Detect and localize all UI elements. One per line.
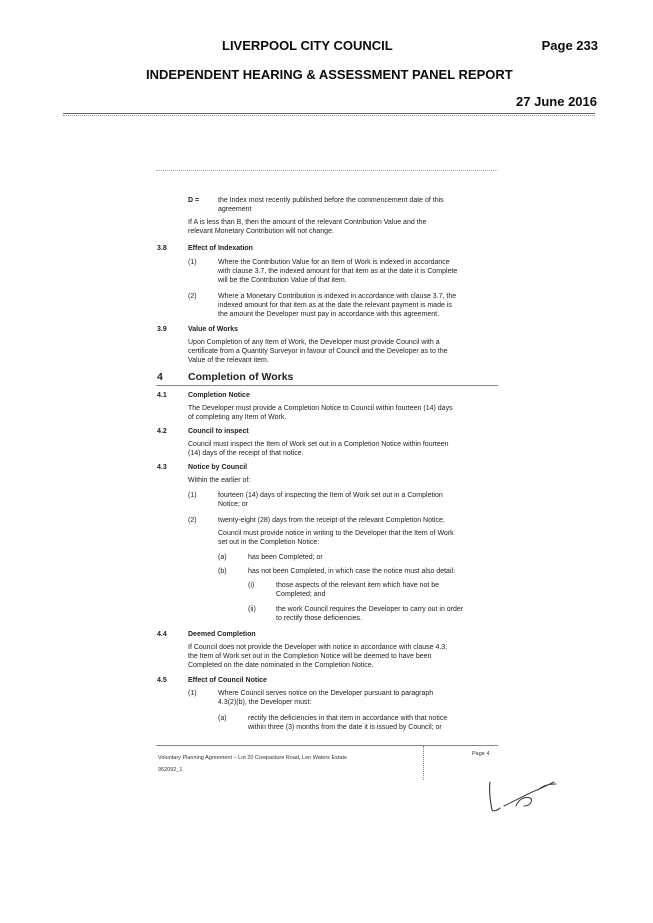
subclause-number: (1) [188, 259, 197, 266]
text-line: Council must provide notice in writing t… [218, 530, 454, 537]
text-line: rectify the deficiencies in that item in… [248, 715, 448, 722]
text-line: Within the earlier of: [188, 477, 251, 484]
text-line: of completing any Item of Work. [188, 414, 287, 421]
text-line: If A is less than B, then the amount of … [188, 219, 427, 226]
subclause-number: (1) [188, 492, 197, 499]
text-line: has not been Completed, in which case th… [248, 568, 456, 575]
page-number: Page 233 [541, 38, 598, 53]
text-line: will be the Contribution Value of that i… [218, 277, 347, 284]
report-title: INDEPENDENT HEARING & ASSESSMENT PANEL R… [146, 67, 513, 82]
text-line: with clause 3.7, the indexed amount for … [218, 268, 458, 275]
footer-divider [423, 746, 424, 780]
text-line: within three (3) months from the date it… [248, 724, 442, 731]
subparagraph-number: (ii) [248, 606, 256, 613]
text-line: set out in the Completion Notice: [218, 539, 320, 546]
text-line: 4.3(2)(b), the Developer must: [218, 699, 312, 706]
text-line: agreement [218, 206, 252, 213]
text-line: has been Completed; or [248, 554, 323, 561]
text-line: those aspects of the relevant item which… [276, 582, 440, 589]
handwritten-signature [489, 781, 557, 812]
text-line: Notice; or [218, 501, 248, 508]
clause-number: 3.9 [157, 326, 167, 333]
text-line: the Index most recently published before… [218, 197, 444, 204]
paragraph-letter: (a) [218, 554, 227, 561]
page-top-rule [156, 170, 498, 171]
text-line: Value of the relevant item. [188, 357, 269, 364]
clause-heading: Completion Notice [188, 392, 250, 399]
text-line: Where the Contribution Value for an Item… [218, 259, 450, 266]
footer-page: Page 4 [472, 751, 490, 757]
text-line: The Developer must provide a Completion … [188, 405, 453, 412]
clause-heading: Council to inspect [188, 428, 249, 435]
section-number: 4 [157, 371, 163, 383]
subparagraph-number: (i) [248, 582, 255, 589]
subclause-number: (2) [188, 517, 197, 524]
text-line: Completed on the date nominated in the C… [188, 662, 374, 669]
text-line: the work Council requires the Developer … [276, 606, 464, 613]
text-line: Council must inspect the Item of Work se… [188, 441, 449, 448]
report-date: 27 June 2016 [516, 94, 597, 109]
clause-number: 4.1 [157, 392, 167, 399]
clause-number: 4.4 [157, 631, 167, 638]
clause-number: 4.2 [157, 428, 167, 435]
footer-rule [156, 745, 498, 746]
paragraph-letter: (b) [218, 568, 227, 575]
footer-ref: 952092_1 [158, 767, 183, 773]
subclause-number: (2) [188, 293, 197, 300]
text-line: the amount the Developer must pay in acc… [218, 311, 440, 318]
paragraph-letter: (a) [218, 715, 227, 722]
footer-agreement: Voluntary Planning Agreement – Lot 20 Co… [158, 755, 348, 761]
text-line: the Item of Work set out in the Completi… [188, 653, 432, 660]
text-line: Completed; and [276, 591, 326, 598]
text-line: Where a Monetary Contribution is indexed… [218, 293, 457, 300]
clause-heading: Effect of Indexation [188, 245, 253, 252]
text-line: Where Council serves notice on the Devel… [218, 690, 434, 697]
clause-number: 4.5 [157, 677, 167, 684]
variable-label: D = [188, 197, 200, 204]
text-line: (14) days of the receipt of that notice. [188, 450, 304, 457]
text-line: Upon Completion of any Item of Work, the… [188, 339, 440, 346]
clause-heading: Value of Works [188, 326, 239, 333]
text-line: certificate from a Quantity Surveyor in … [188, 348, 448, 355]
section-heading: Completion of Works [188, 371, 294, 383]
text-line: relevant Monetary Contribution will not … [188, 228, 334, 235]
text-line: to rectify those deficiencies. [276, 615, 362, 622]
clause-number: 4.3 [157, 464, 167, 471]
clause-heading: Effect of Council Notice [188, 677, 267, 684]
subclause-number: (1) [188, 690, 197, 697]
text-line: twenty-eight (28) days from the receipt … [218, 517, 445, 524]
clause-heading: Deemed Completion [188, 631, 256, 638]
header-rule [63, 113, 595, 114]
text-line: fourteen (14) days of inspecting the Ite… [218, 492, 443, 499]
text-line: indexed amount for that item as at the d… [218, 302, 452, 309]
header-rule-dotted [63, 115, 595, 116]
council-name: LIVERPOOL CITY COUNCIL [222, 38, 393, 53]
text-line: If Council does not provide the Develope… [188, 644, 448, 651]
clause-heading: Notice by Council [188, 464, 248, 471]
clause-number: 3.8 [157, 245, 167, 252]
section-rule [156, 385, 498, 386]
